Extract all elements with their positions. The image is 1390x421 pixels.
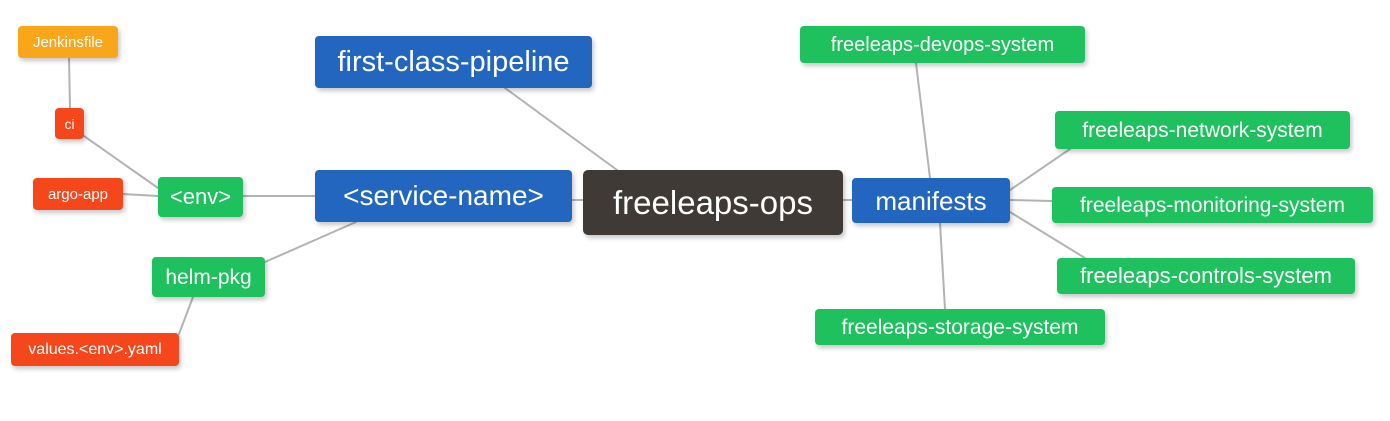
- node-values-env-yaml[interactable]: values.<env>.yaml: [11, 333, 179, 366]
- edge-freeleaps-devops-system-to-manifests: [915, 62, 931, 179]
- edge-freeleaps-monitoring-system-to-manifests: [1009, 199, 1053, 202]
- edge-argo-app-to-env: [122, 193, 159, 197]
- node-freeleaps-network-system[interactable]: freeleaps-network-system: [1055, 111, 1350, 149]
- node-label: argo-app: [47, 185, 109, 203]
- edge-jenkinsfile-to-ci: [68, 57, 71, 109]
- node-freeleaps-monitoring-system[interactable]: freeleaps-monitoring-system: [1052, 187, 1373, 223]
- node-label: helm-pkg: [165, 265, 252, 289]
- node-first-class-pipeline[interactable]: first-class-pipeline: [315, 36, 592, 88]
- node-ci[interactable]: ci: [55, 108, 84, 139]
- node-label: manifests: [875, 185, 987, 216]
- edge-freeleaps-network-system-to-manifests: [1009, 148, 1071, 191]
- edge-helm-pkg-to-service-name: [264, 221, 357, 263]
- node-helm-pkg[interactable]: helm-pkg: [152, 257, 265, 297]
- node-label: freeleaps-devops-system: [830, 33, 1055, 56]
- node-argo-app[interactable]: argo-app: [33, 178, 123, 210]
- node-label: freeleaps-storage-system: [841, 315, 1079, 339]
- node-jenkinsfile[interactable]: Jenkinsfile: [18, 26, 118, 58]
- node-freeleaps-controls-system[interactable]: freeleaps-controls-system: [1057, 258, 1355, 294]
- node-label: freeleaps-ops: [613, 184, 813, 221]
- edge-values-env-yaml-to-helm-pkg: [178, 296, 194, 335]
- node-freeleaps-storage-system[interactable]: freeleaps-storage-system: [815, 309, 1105, 345]
- node-label: Jenkinsfile: [32, 33, 104, 51]
- node-env[interactable]: <env>: [158, 177, 243, 217]
- edge-freeleaps-storage-system-to-manifests: [939, 222, 946, 310]
- node-label: <env>: [169, 184, 232, 209]
- node-label: ci: [64, 115, 75, 132]
- node-label: first-class-pipeline: [337, 45, 570, 78]
- node-manifests[interactable]: manifests: [852, 178, 1010, 223]
- node-label: <service-name>: [343, 180, 544, 211]
- node-service-name[interactable]: <service-name>: [315, 170, 572, 222]
- node-label: freeleaps-monitoring-system: [1080, 193, 1345, 217]
- edge-first-class-pipeline-to-freeleaps-ops: [504, 87, 618, 171]
- node-label: values.<env>.yaml: [28, 340, 162, 358]
- node-label: freeleaps-network-system: [1082, 118, 1323, 142]
- node-freeleaps-ops[interactable]: freeleaps-ops: [583, 170, 843, 235]
- node-label: freeleaps-controls-system: [1080, 263, 1332, 288]
- node-freeleaps-devops-system[interactable]: freeleaps-devops-system: [800, 26, 1085, 63]
